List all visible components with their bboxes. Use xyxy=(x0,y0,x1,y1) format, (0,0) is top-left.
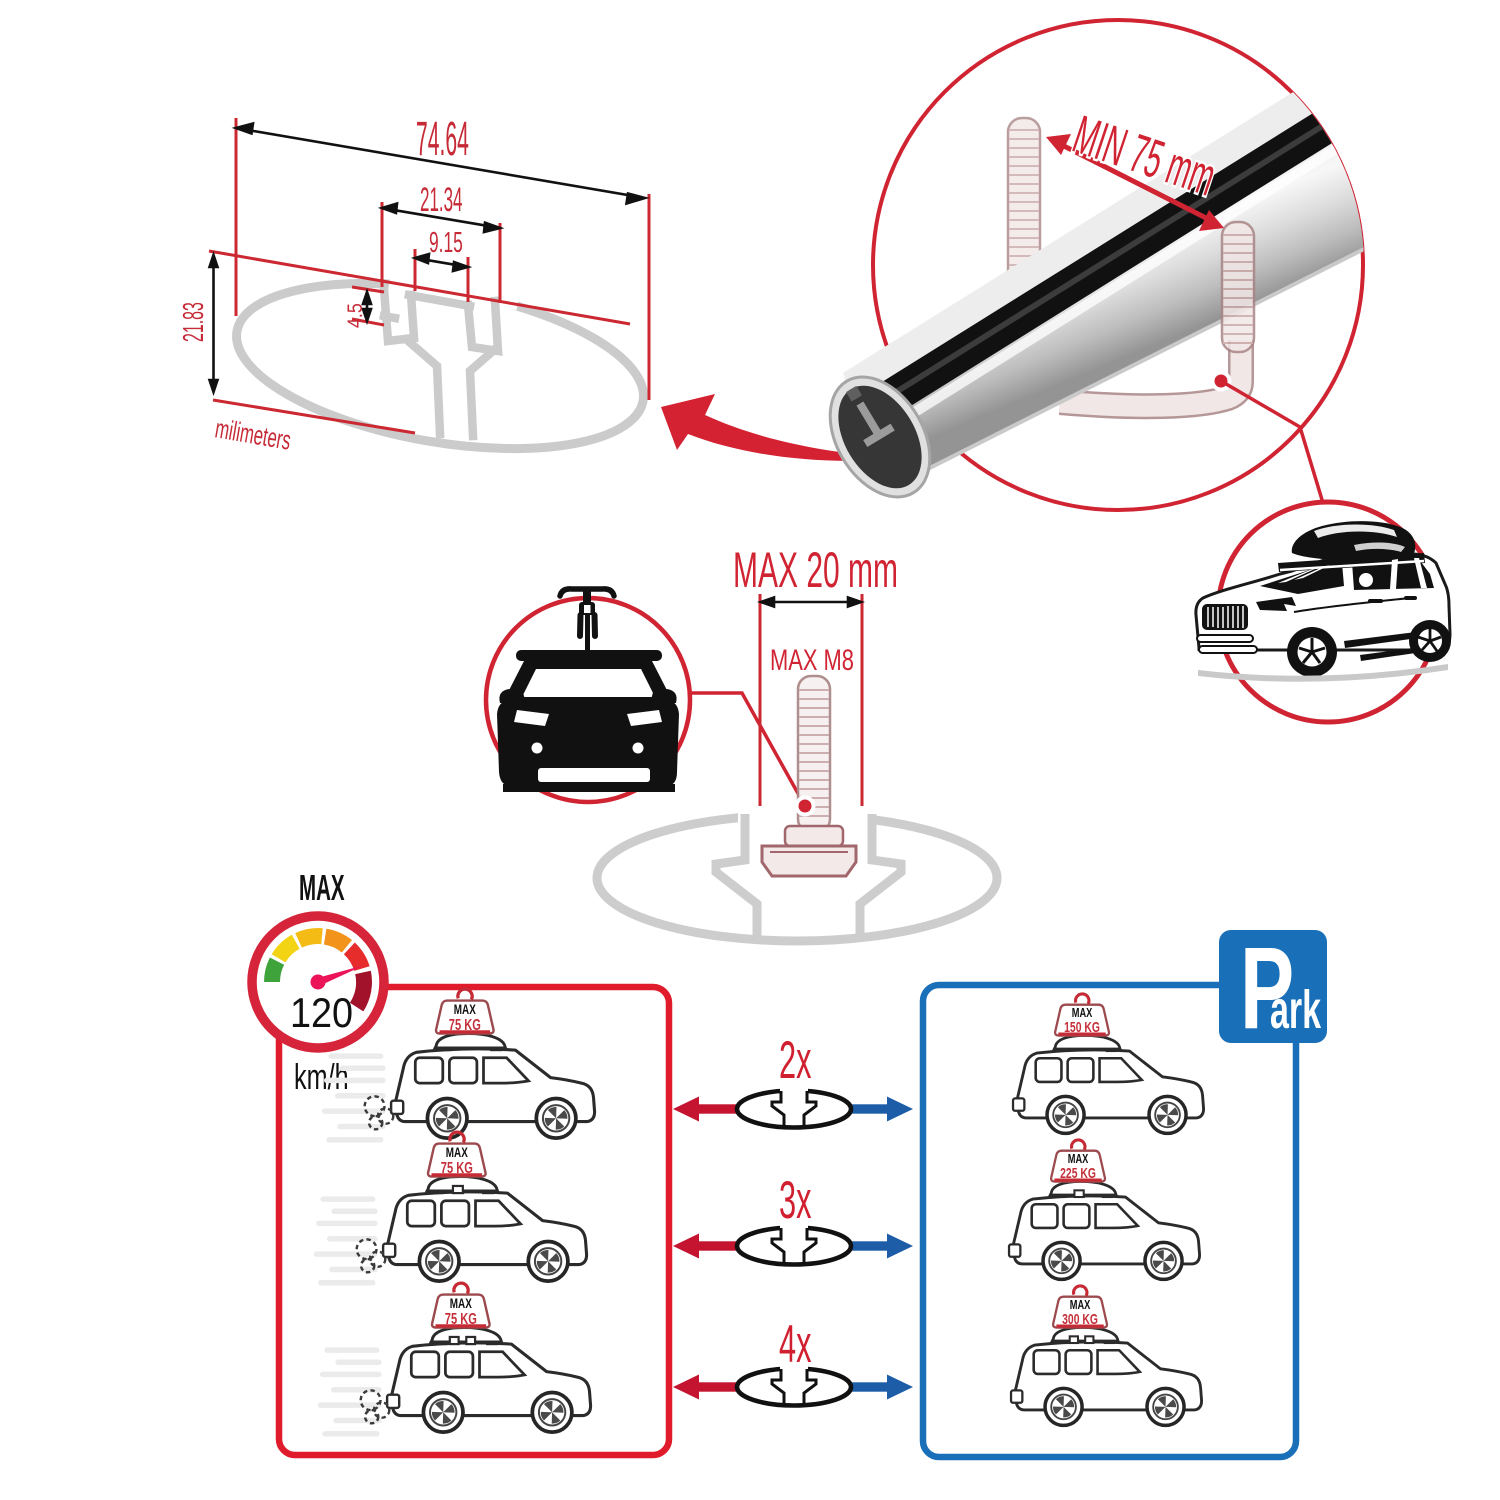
svg-text:120: 120 xyxy=(290,990,353,1036)
svg-text:MAX: MAX xyxy=(446,1144,468,1160)
svg-text:150 KG: 150 KG xyxy=(1064,1019,1100,1035)
svg-text:2x: 2x xyxy=(779,1032,812,1091)
svg-text:ark: ark xyxy=(1270,979,1322,1040)
svg-text:km/h: km/h xyxy=(294,1057,349,1098)
svg-text:MAX: MAX xyxy=(454,1001,476,1017)
svg-text:21.34: 21.34 xyxy=(420,181,463,219)
svg-text:225 KG: 225 KG xyxy=(1060,1165,1096,1181)
svg-text:300 KG: 300 KG xyxy=(1062,1311,1098,1327)
svg-text:MAX M8: MAX M8 xyxy=(770,643,854,677)
svg-text:9.15: 9.15 xyxy=(429,227,463,260)
svg-text:MAX: MAX xyxy=(299,868,345,909)
svg-text:MAX: MAX xyxy=(1070,1299,1091,1313)
svg-text:75 KG: 75 KG xyxy=(449,1016,481,1033)
svg-text:21.83: 21.83 xyxy=(177,302,209,342)
svg-text:3x: 3x xyxy=(779,1172,812,1231)
svg-text:4x: 4x xyxy=(779,1316,812,1375)
svg-text:75 KG: 75 KG xyxy=(441,1159,473,1176)
svg-text:74.64: 74.64 xyxy=(416,111,469,165)
svg-text:75 KG: 75 KG xyxy=(445,1310,477,1327)
svg-text:MAX: MAX xyxy=(1072,1007,1093,1021)
svg-text:4.5: 4.5 xyxy=(344,303,368,328)
svg-text:MAX: MAX xyxy=(1068,1153,1089,1167)
svg-text:P: P xyxy=(1240,924,1294,1054)
svg-text:MAX: MAX xyxy=(450,1295,472,1311)
svg-text:MAX 20 mm: MAX 20 mm xyxy=(733,542,898,598)
